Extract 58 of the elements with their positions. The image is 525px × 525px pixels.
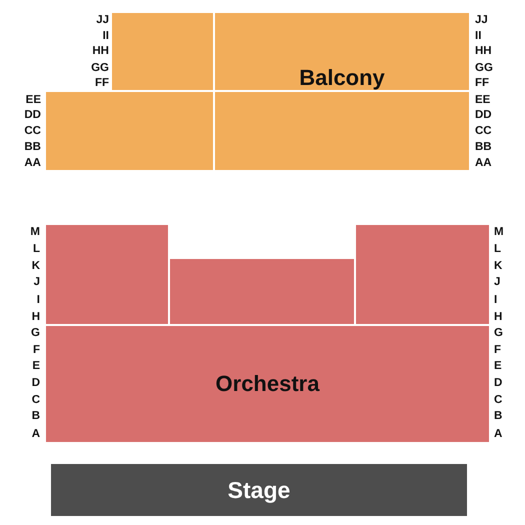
row-label: I (494, 293, 498, 307)
row-label: F (32, 343, 40, 357)
row-label: BB (24, 140, 41, 154)
row-label: HH (92, 44, 109, 58)
row-label: B (494, 409, 502, 423)
row-label: II (102, 29, 109, 43)
row-label: BB (475, 140, 492, 154)
row-label: DD (24, 108, 41, 122)
row-label: FF (475, 76, 490, 90)
row-label: D (32, 376, 40, 390)
row-label: EE (475, 93, 490, 107)
row-label: L (494, 242, 502, 256)
row-label: EE (26, 93, 41, 107)
row-label: G (494, 326, 503, 340)
row-label: CC (24, 124, 41, 138)
row-label: A (494, 427, 502, 441)
row-label: HH (475, 44, 492, 58)
row-label: L (32, 242, 40, 256)
seating-section (215, 92, 469, 170)
row-label: AA (24, 156, 41, 170)
section-label: Stage (228, 476, 290, 504)
row-label: K (32, 259, 40, 273)
row-label: DD (475, 108, 492, 122)
stage-area (51, 464, 467, 516)
row-label: AA (475, 156, 492, 170)
row-label: J (494, 275, 500, 289)
row-label: M (494, 225, 504, 239)
seating-section (215, 13, 469, 90)
seating-section (170, 259, 354, 324)
row-label: FF (94, 76, 109, 90)
row-label: E (32, 359, 40, 373)
section-label: Orchestra (216, 371, 320, 397)
row-label: K (494, 259, 502, 273)
row-label: JJ (96, 13, 109, 27)
row-label: I (36, 293, 40, 307)
seating-section (356, 225, 489, 324)
row-label: C (494, 393, 502, 407)
seating-section (46, 326, 489, 442)
seating-section (112, 13, 213, 90)
section-label: Balcony (299, 65, 385, 91)
row-label: JJ (475, 13, 488, 27)
row-label: M (30, 225, 40, 239)
row-label: H (32, 310, 40, 324)
row-label: G (31, 326, 40, 340)
row-label: E (494, 359, 502, 373)
row-label: II (475, 29, 482, 43)
seating-section (46, 92, 213, 170)
row-label: C (32, 393, 40, 407)
row-label: CC (475, 124, 492, 138)
row-label: B (32, 409, 40, 423)
row-label: J (34, 275, 40, 289)
row-label: H (494, 310, 502, 324)
row-label: GG (475, 61, 493, 75)
seating-section (46, 225, 168, 324)
row-label: D (494, 376, 502, 390)
row-label: A (32, 427, 40, 441)
row-label: F (494, 343, 502, 357)
row-label: GG (91, 61, 109, 75)
